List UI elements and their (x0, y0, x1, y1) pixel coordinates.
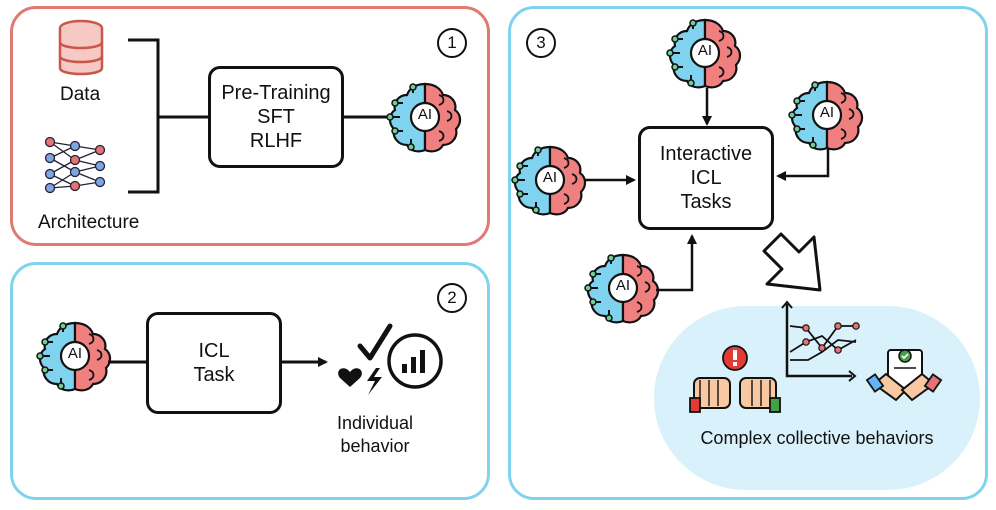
step-badge-1: 1 (437, 28, 467, 58)
database-icon (58, 19, 104, 76)
line-chart-icon (781, 300, 860, 382)
individual-line: Individual (336, 413, 414, 433)
ai-label-top: AI (697, 42, 713, 59)
ai-label-bottom: AI (615, 277, 631, 294)
sft-line: SFT (257, 106, 295, 128)
conflict-fists-icon (689, 345, 781, 413)
handshake-agreement-icon (865, 349, 943, 402)
icl-task-box: ICL Task (146, 312, 282, 414)
input-bracket (128, 38, 160, 194)
step-badge-2: 2 (437, 283, 467, 313)
interactive-icl-tasks-box: Interactive ICL Tasks (638, 126, 774, 230)
rlhf-line: RLHF (249, 130, 303, 152)
outcome-arrow-icon (762, 232, 822, 292)
tasks-line: Tasks (680, 191, 732, 213)
architecture-label: Architecture (38, 212, 140, 233)
ai-label-right: AI (819, 104, 835, 121)
icl-line-3: ICL (690, 167, 722, 189)
icl-line: ICL (198, 340, 230, 362)
task-line: Task (193, 364, 235, 386)
behavior-line: behavior (340, 436, 410, 456)
individual-behavior-icon (338, 323, 443, 395)
neural-network-icon (44, 136, 106, 194)
data-label: Data (60, 84, 101, 105)
pretraining-box: Pre-Training SFT RLHF (208, 66, 344, 168)
step-badge-3: 3 (526, 28, 556, 58)
individual-behavior-label: Individual behavior (320, 412, 430, 458)
ai-label-left: AI (542, 169, 558, 186)
interactive-line: Interactive (659, 143, 753, 165)
pretraining-line: Pre-Training (221, 82, 331, 104)
ai-label-trained: AI (417, 106, 433, 123)
ai-label-single: AI (67, 345, 83, 362)
collective-behavior-label: Complex collective behaviors (700, 428, 934, 448)
